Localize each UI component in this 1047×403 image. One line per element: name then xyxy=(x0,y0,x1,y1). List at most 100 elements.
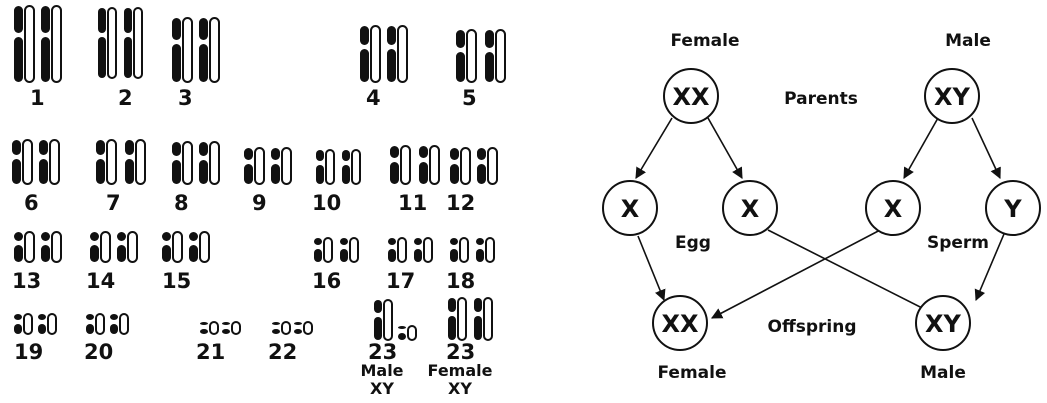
chromatid-outline xyxy=(22,139,33,185)
chromatid xyxy=(474,298,482,312)
chromatid-outline xyxy=(397,25,408,83)
pair-label-6: 6 xyxy=(24,191,39,215)
chromosome-pair-12 xyxy=(450,147,498,185)
chromatid xyxy=(342,150,350,161)
chromatid xyxy=(419,162,428,184)
chromosome-pair-5 xyxy=(456,29,506,83)
chromosome-pair-8 xyxy=(172,141,220,185)
pair-label-3: 3 xyxy=(178,86,193,110)
chromatid xyxy=(39,159,48,184)
chromatid xyxy=(38,314,46,320)
male-offspring-circle xyxy=(915,295,971,351)
chromatid xyxy=(98,37,106,78)
pair-label-18: 18 xyxy=(446,269,476,293)
chromatid-outline xyxy=(135,139,146,185)
chromatid xyxy=(448,316,456,340)
arrow-male-to-sperm-y xyxy=(971,117,1001,180)
chromatid xyxy=(189,232,198,241)
chromatid xyxy=(390,162,399,184)
chromatid xyxy=(398,333,406,340)
chromatid xyxy=(117,232,126,241)
karyotype-panel: 1 2 3 4 5 6 7 8 9 10 11 12 13 14 15 16 1… xyxy=(12,5,506,398)
chromatid-outline xyxy=(182,17,193,83)
pair-label-23-male: 23 xyxy=(368,340,398,364)
pair-label-20: 20 xyxy=(84,340,114,364)
chromatid-outline xyxy=(457,297,467,341)
chromatid-outline xyxy=(383,299,393,341)
chromatid xyxy=(477,164,486,184)
chromatid-outline xyxy=(460,147,471,185)
sex-label-male: Male xyxy=(360,361,404,380)
chromatid xyxy=(340,238,348,245)
chromatid xyxy=(125,159,134,184)
female-parent-circle xyxy=(663,68,719,124)
chromatid xyxy=(222,329,230,334)
chromatid-outline xyxy=(466,29,477,83)
chromatid xyxy=(398,326,406,329)
chromatid xyxy=(294,329,302,334)
chromatid xyxy=(14,324,22,334)
chromatid-outline xyxy=(281,147,292,185)
chromatid-outline xyxy=(303,321,313,335)
sex-inheritance-diagram: XX XY X X X Y XX XY Female Male Parents … xyxy=(560,0,1047,399)
chromatid xyxy=(124,8,132,33)
chromosome-pair-19 xyxy=(14,313,57,335)
chromatid-outline xyxy=(483,297,493,341)
chromosome-pair-9 xyxy=(244,147,292,185)
chromatid xyxy=(189,245,198,262)
chromatid xyxy=(244,148,253,160)
chromatid xyxy=(450,164,459,184)
sperm-x-circle xyxy=(865,180,921,236)
chromatid xyxy=(414,249,422,262)
male-parent-genotype: XY xyxy=(934,83,971,111)
chromatid xyxy=(314,238,322,245)
chromatid xyxy=(450,238,458,245)
chromatid-outline xyxy=(100,231,111,263)
chromosome-pair-7 xyxy=(96,139,146,185)
pair-label-11: 11 xyxy=(398,191,428,215)
chromatid-outline xyxy=(487,147,498,185)
pair-label-2: 2 xyxy=(118,86,133,110)
chromatid-outline xyxy=(495,29,506,83)
pair-label-15: 15 xyxy=(162,269,192,293)
chromatid-outline xyxy=(107,7,117,79)
genotype-label-female: XY xyxy=(448,379,472,398)
pair-label-7: 7 xyxy=(106,191,121,215)
chromatid xyxy=(294,322,302,325)
genotype-label-male: XY xyxy=(370,379,394,398)
sperm-genotype-y: Y xyxy=(1003,195,1022,223)
chromatid xyxy=(316,150,324,161)
chromatid-outline xyxy=(23,313,33,335)
egg-circle-2 xyxy=(722,180,778,236)
chromatid xyxy=(96,140,105,155)
pair-label-23-female: 23 xyxy=(446,340,476,364)
chromatid-outline xyxy=(106,139,117,185)
female-offspring-circle xyxy=(652,295,708,351)
chromatid xyxy=(124,37,132,78)
arrow-sperm-x-to-female-offspring xyxy=(711,227,885,319)
chromatid xyxy=(199,160,208,184)
chromatid-outline xyxy=(323,237,333,263)
sperm-y-circle xyxy=(985,180,1041,236)
chromatid-outline xyxy=(133,7,143,79)
egg-genotype-1: X xyxy=(621,195,640,223)
chromatid-outline xyxy=(370,25,381,83)
chromatid xyxy=(419,146,428,158)
chromatid-outline xyxy=(325,149,335,185)
chromosome-pair-16 xyxy=(314,237,359,263)
chromatid xyxy=(200,322,208,325)
arrow-female-to-egg-1 xyxy=(635,117,673,179)
chromatid-outline xyxy=(24,231,35,263)
chromatid-outline xyxy=(423,237,433,263)
chromosome-pair-23-male xyxy=(374,299,417,341)
chromatid xyxy=(374,300,382,313)
chromosome-pair-4 xyxy=(360,25,408,83)
pair-label-14: 14 xyxy=(86,269,116,293)
chromatid xyxy=(388,249,396,262)
chromatid-outline xyxy=(199,231,210,263)
pair-label-4: 4 xyxy=(366,86,381,110)
chromatid xyxy=(244,164,253,184)
chromosome-pair-1 xyxy=(14,5,62,83)
chromatid xyxy=(272,322,280,325)
chromosome-pair-14 xyxy=(90,231,138,263)
